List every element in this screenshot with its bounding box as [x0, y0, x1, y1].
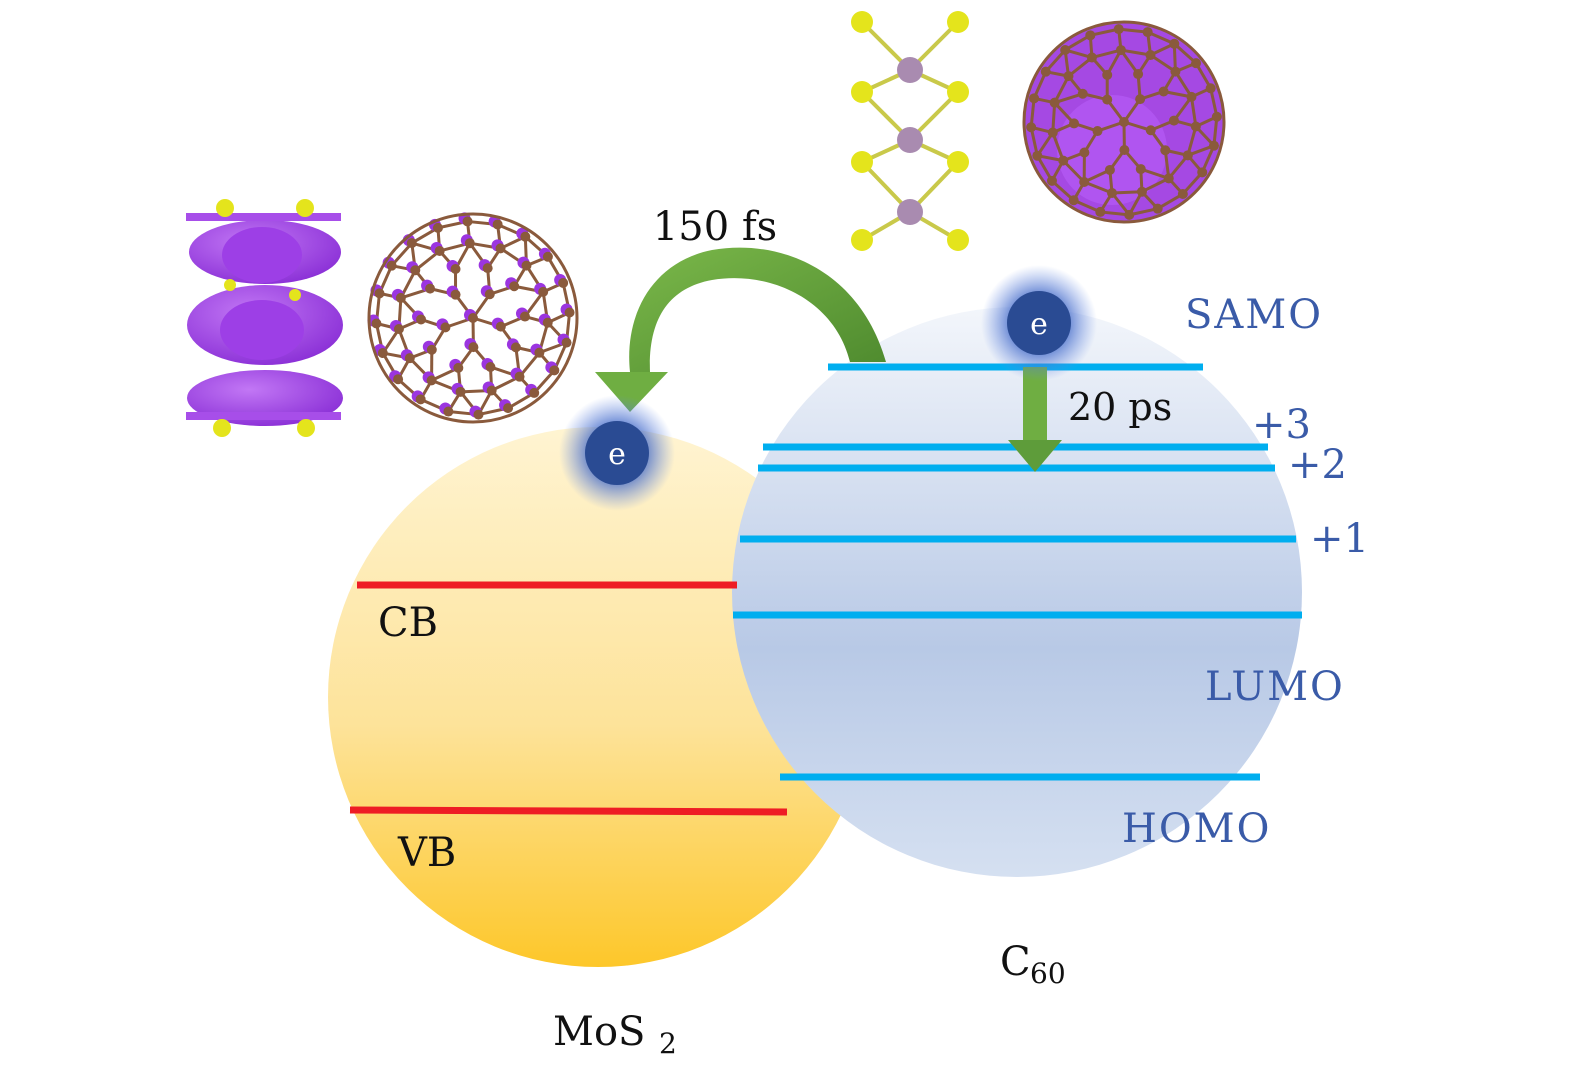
homo-label: HOMO [1122, 806, 1271, 852]
lumo-label: LUMO [1205, 664, 1345, 710]
mos2-label-subscript: 2 [659, 1027, 677, 1060]
c60-cage-image-right [1022, 20, 1226, 224]
c60-sphere [732, 307, 1302, 877]
mos2-label-main: MoS [553, 1009, 645, 1055]
c60-label-main: C [1000, 939, 1031, 985]
electron-c60-label: e [1030, 307, 1048, 342]
relaxation-time-label: 20 ps [1068, 385, 1172, 429]
plus1-label: +1 [1310, 516, 1369, 562]
transfer-time-label: 150 fs [653, 204, 777, 250]
plus2-label: +2 [1288, 442, 1347, 488]
samo-label: SAMO [1185, 292, 1323, 338]
c60-cage-image-left [367, 212, 579, 424]
mos2-sphere [328, 427, 868, 967]
electron-mos2: e [559, 395, 675, 511]
transfer-arrow [595, 247, 886, 412]
vb-label: VB [397, 830, 456, 876]
c60-label-subscript: 60 [1030, 957, 1066, 990]
cb-label: CB [378, 600, 438, 646]
plus3-label: +3 [1252, 402, 1311, 448]
mos2-label: MoS 2 [553, 1009, 677, 1060]
electron-c60: e [981, 265, 1097, 381]
c60-label: C 60 [1000, 939, 1066, 990]
mos2-isosurface-image [186, 199, 343, 437]
vb-level-line [349, 806, 788, 816]
electron-mos2-label: e [608, 437, 626, 472]
mos2-structure-image [851, 11, 969, 251]
